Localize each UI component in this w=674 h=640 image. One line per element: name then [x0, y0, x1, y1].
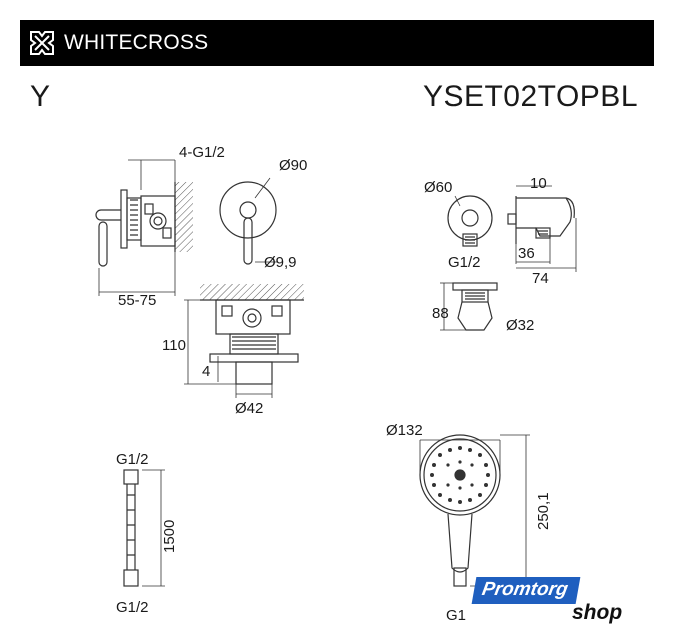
watermark-suffix: shop	[572, 601, 623, 624]
dim-holder-thread: G1/2	[448, 254, 481, 271]
dim-holder-plate-diameter: Ø60	[424, 179, 452, 196]
dim-body-height: 110	[162, 337, 186, 354]
hose-drawing	[123, 469, 165, 587]
dim-offset: 4	[202, 363, 210, 380]
dim-holder-32: Ø32	[506, 317, 534, 334]
watermark-brand: Promtorg	[471, 577, 580, 604]
whitecross-logo-icon	[30, 31, 54, 55]
dim-head-thread: G1	[446, 607, 466, 624]
promtorg-watermark: Promtorg shop	[468, 573, 654, 633]
dim-holder-offset: 10	[530, 175, 547, 192]
mixer-front-view	[219, 177, 278, 265]
holder-bottom-view	[440, 282, 498, 331]
dim-thread-label: 4-G1/2	[179, 144, 225, 161]
brand-name: WHITECROSS	[64, 31, 209, 54]
dim-head-length: 250,1	[535, 492, 552, 530]
dim-holder-88: 88	[432, 305, 449, 322]
dim-plate-diameter: Ø90	[279, 157, 307, 174]
dim-spout-diameter: Ø42	[235, 400, 263, 417]
hand-shower-drawing	[419, 434, 530, 587]
dim-lever-diameter: Ø9,9	[264, 254, 297, 271]
holder-side-view	[507, 185, 577, 272]
holder-front-view	[447, 195, 493, 247]
dim-hose-top-thread: G1/2	[116, 451, 149, 468]
dim-hose-length: 1500	[161, 520, 178, 553]
dim-hose-bottom-thread: G1/2	[116, 599, 149, 616]
mixer-top-view	[184, 284, 304, 398]
model-code: YSET02TOPBL	[422, 80, 638, 113]
series-letter: Y	[30, 80, 51, 113]
mixer-side-view	[95, 159, 193, 296]
brand-header: WHITECROSS	[20, 20, 654, 66]
dim-holder-36: 36	[518, 245, 535, 262]
dim-holder-74: 74	[532, 270, 549, 287]
dim-install-depth: 55-75	[118, 292, 156, 309]
dim-head-diameter: Ø132	[386, 422, 423, 439]
